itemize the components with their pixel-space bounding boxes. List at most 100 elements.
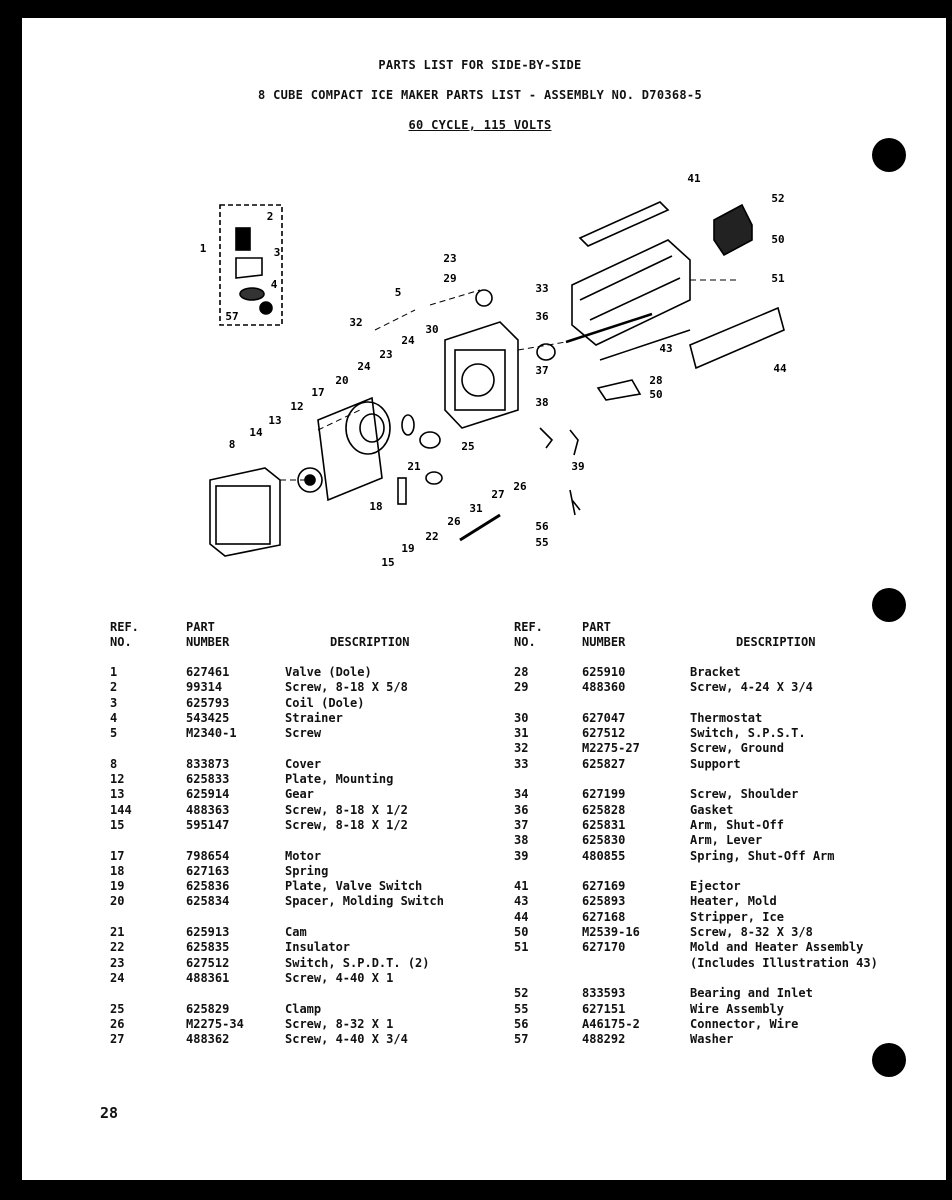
callout-26a: 26 bbox=[513, 480, 527, 493]
table-cell: 52 bbox=[514, 986, 529, 1001]
table-cell: Ejector bbox=[690, 879, 741, 894]
header-ref-no-right: REF. NO. bbox=[514, 620, 543, 649]
table-cell: Bearing and Inlet bbox=[690, 986, 813, 1001]
callout-37: 37 bbox=[535, 364, 548, 377]
table-cell: 2 bbox=[110, 680, 118, 695]
table-cell: 56 bbox=[514, 1016, 529, 1031]
exploded-parts-diagram: 1 2 3 4 57 5 8 12 13 14 15 17 18 19 20 2… bbox=[200, 172, 787, 569]
table-cell: M2539-16 bbox=[582, 925, 640, 940]
table-cell: 488362 bbox=[186, 1032, 230, 1047]
table-cell: 488292 bbox=[582, 1032, 626, 1047]
table-cell: 32 bbox=[514, 741, 529, 756]
callout-52: 52 bbox=[771, 192, 784, 205]
table-cell: Screw, 4-40 X 3/4 bbox=[285, 1032, 408, 1047]
callout-4: 4 bbox=[271, 278, 278, 291]
callout-30: 30 bbox=[425, 323, 438, 336]
callout-20: 20 bbox=[335, 374, 348, 387]
callout-13: 13 bbox=[268, 414, 281, 427]
table-cell: 34 bbox=[514, 787, 529, 802]
callout-8: 8 bbox=[229, 438, 236, 451]
callout-31: 31 bbox=[469, 502, 483, 515]
table-cell: 627151 bbox=[582, 1001, 626, 1016]
callout-29: 29 bbox=[443, 272, 456, 285]
table-cell: 51 bbox=[514, 940, 529, 955]
table-cell: 627169 bbox=[582, 879, 626, 894]
table-cell: Switch, S.P.D.T. (2) bbox=[285, 955, 430, 970]
table-cell: Screw, 8-18 X 1/2 bbox=[285, 817, 408, 832]
table-cell: Mold and Heater Assembly bbox=[690, 940, 864, 955]
table-cell: 625913 bbox=[186, 925, 230, 940]
table-cell: Spacer, Molding Switch bbox=[285, 894, 444, 909]
stripper-part bbox=[689, 306, 785, 370]
table-cell: 28 bbox=[514, 665, 529, 679]
table-cell: Gear bbox=[285, 787, 314, 802]
callout-36: 36 bbox=[535, 310, 549, 323]
callout-55: 55 bbox=[535, 536, 548, 549]
table-cell: Spring, Shut-Off Arm bbox=[690, 848, 835, 863]
callout-44: 44 bbox=[773, 362, 787, 375]
table-cell: 627168 bbox=[582, 909, 626, 924]
callout-38: 38 bbox=[535, 396, 548, 409]
table-cell: 480855 bbox=[582, 848, 626, 863]
callout-28: 28 bbox=[649, 374, 662, 387]
callout-5: 5 bbox=[395, 286, 402, 299]
callout-43: 43 bbox=[659, 342, 672, 355]
table-cell: Washer bbox=[690, 1032, 734, 1047]
table-cell: Wire Assembly bbox=[690, 1001, 784, 1016]
table-cell: 543425 bbox=[186, 710, 230, 725]
table-cell: 55 bbox=[514, 1001, 529, 1016]
callout-19: 19 bbox=[401, 542, 414, 555]
table-cell: Screw, 8-32 X 3/8 bbox=[690, 925, 813, 940]
table-cell: 488361 bbox=[186, 970, 230, 985]
callout-2: 2 bbox=[267, 210, 274, 223]
table-cell: Spring bbox=[285, 863, 329, 878]
table-cell: 627199 bbox=[582, 787, 626, 802]
table-cell: 26 bbox=[110, 1016, 125, 1031]
table-cell: 30 bbox=[514, 710, 529, 725]
binder-hole-middle bbox=[872, 588, 906, 622]
table-cell: 21 bbox=[110, 925, 125, 940]
table-cell: 833873 bbox=[186, 756, 230, 771]
header-ref-no-left: REF. NO. bbox=[110, 620, 139, 649]
valve-switch-plate bbox=[397, 477, 407, 505]
table-cell: 5 bbox=[110, 726, 118, 741]
table-cell: Screw, Shoulder bbox=[690, 787, 799, 802]
callout-39: 39 bbox=[571, 460, 584, 473]
table-cell: 625833 bbox=[186, 772, 230, 787]
callout-50a: 50 bbox=[771, 233, 784, 246]
table-cell: (Includes Illustration 43) bbox=[690, 955, 878, 970]
table-cell: 627512 bbox=[186, 955, 230, 970]
table-cell: 627461 bbox=[186, 665, 230, 679]
header-description-right: DESCRIPTION bbox=[736, 635, 816, 649]
table-cell: Stripper, Ice bbox=[690, 909, 784, 924]
callout-33: 33 bbox=[535, 282, 548, 295]
table-cell: 29 bbox=[514, 680, 529, 695]
ice-mold bbox=[571, 239, 691, 346]
table-cell: Insulator bbox=[285, 940, 351, 955]
table-cell: 12 bbox=[110, 772, 125, 787]
callout-27: 27 bbox=[491, 488, 504, 501]
support-housing bbox=[444, 321, 519, 429]
table-cell: 625829 bbox=[186, 1001, 230, 1016]
table-cell: Motor bbox=[285, 848, 322, 863]
table-cell: 13 bbox=[110, 787, 125, 802]
table-cell: 19 bbox=[110, 879, 125, 894]
table-cell: 488360 bbox=[582, 680, 626, 695]
callout-26b: 26 bbox=[447, 515, 461, 528]
bracket-part bbox=[596, 379, 642, 401]
table-cell: 37 bbox=[514, 817, 529, 832]
binder-hole-bottom bbox=[872, 1043, 906, 1077]
table-cell: 43 bbox=[514, 894, 529, 909]
ejector-part bbox=[578, 201, 670, 247]
callout-1: 1 bbox=[200, 242, 207, 255]
table-cell: Arm, Shut-Off bbox=[690, 817, 784, 832]
table-cell: 625828 bbox=[582, 802, 626, 817]
scan-bottom-edge bbox=[0, 1180, 952, 1200]
assembly-title: 8 CUBE COMPACT ICE MAKER PARTS LIST - AS… bbox=[258, 88, 702, 102]
table-cell: 627047 bbox=[582, 710, 626, 725]
table-cell: M2340-1 bbox=[186, 726, 237, 741]
valve-strainer bbox=[239, 287, 265, 301]
table-cell: 50 bbox=[514, 925, 529, 940]
